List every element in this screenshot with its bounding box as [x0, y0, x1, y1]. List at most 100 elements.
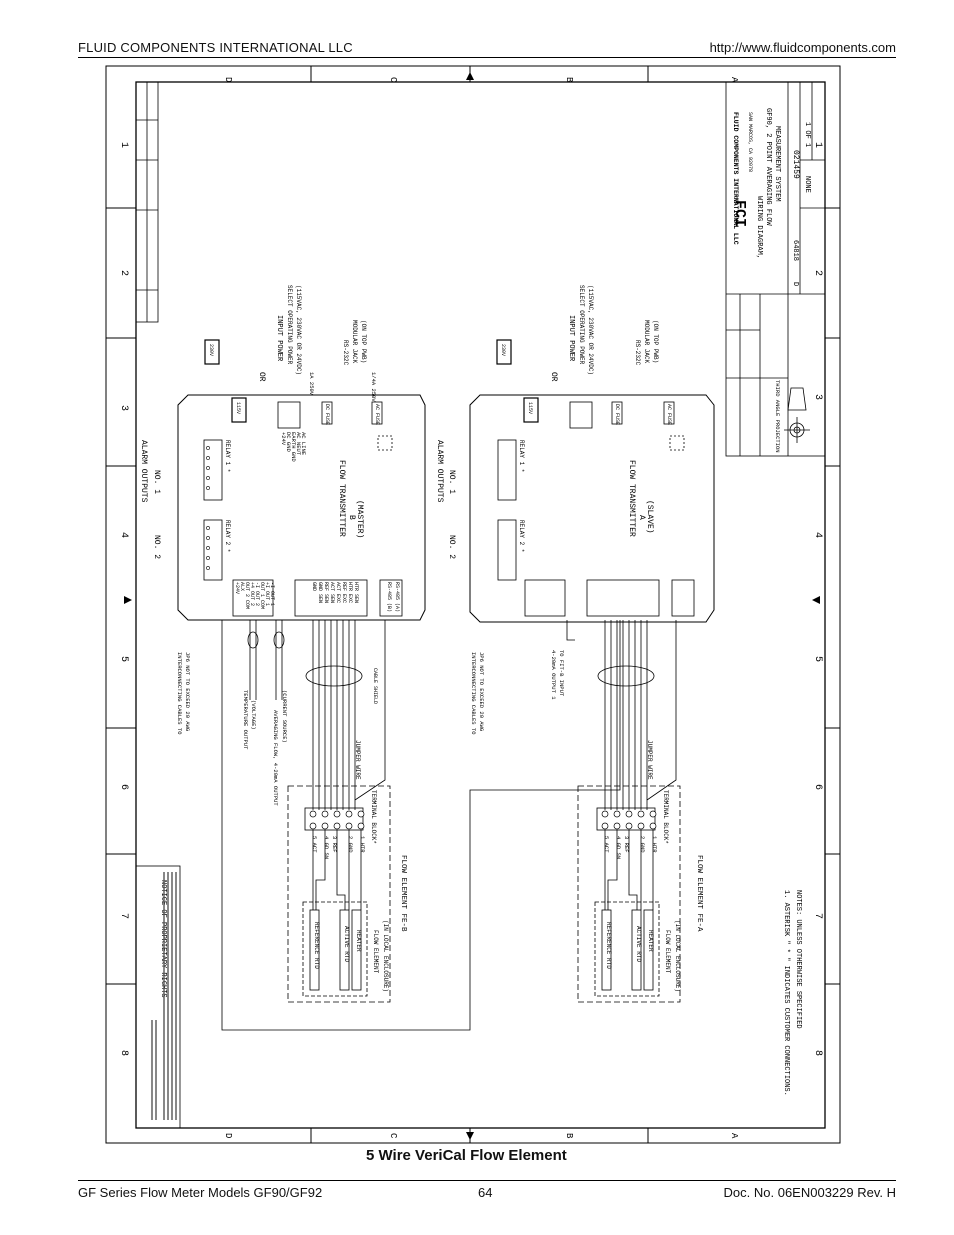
zone-num-right-5: 5 [812, 656, 823, 662]
slave-jack: MODULAR JACK [643, 320, 650, 364]
slave-interconnect2: JP6 NOT TO EXCEED 20 AWG [478, 652, 485, 731]
master-jack-loc: (ON TOP PWB) [360, 320, 367, 363]
drawing-inner-border [135, 81, 826, 1129]
master-jp3-pin-5: ACT EXC [335, 582, 341, 603]
zone-num-left-4: 4 [118, 532, 129, 538]
master-jp3-pin-3: REF SEN [323, 582, 329, 603]
master-select-power: SELECT OPERATING POWER [286, 285, 293, 365]
master-pwr-pin-24v: +24V [280, 432, 287, 446]
zone-num-left-1: 1 [118, 142, 129, 148]
tb-title2: GF90, 2 POINT AVERAGING FLOW [764, 108, 772, 226]
master-jack: MODULAR JACK [351, 320, 358, 364]
fe-b-tb-1: 1 HTR [359, 836, 366, 853]
zone-num-right-8: 8 [812, 1050, 823, 1056]
master-power-options: (115VAC, 230VAC OR 24VDC) [295, 285, 302, 375]
zone-num-right-4: 4 [812, 532, 823, 538]
title-block [725, 81, 826, 457]
zone-letter-top-c: C [388, 77, 398, 83]
master-relay1: RELAY 1 * [224, 440, 231, 472]
tb-title1: WIRING DIAGRAM, [755, 196, 763, 259]
tb-logo: FCI [731, 200, 748, 227]
master-alarm-title: ALARM OUTPUTS [139, 440, 148, 503]
zone-letter-top-d: D [223, 77, 233, 82]
wiring-master [221, 620, 621, 1031]
master-jp3-pin-7: HTR EXC [347, 582, 353, 603]
slave-s1a: 115V [527, 402, 533, 414]
fe-a-terminal-block: TERMINAL BLOCK* [662, 790, 669, 844]
zone-letter-top-a: A [729, 77, 739, 83]
fe-a-tb-5: 5 ACT [603, 836, 610, 853]
notice-title: NOTICE OF PROPRIETARY RIGHTS [159, 880, 167, 998]
flow-element-fe-a: TERMINAL BLOCK* JUMPER WIRE 5 ACT 4 GD S… [577, 740, 703, 1003]
slave-jack-loc: (ON TOP PWB) [652, 320, 659, 363]
slave-interconnect: INTERCONNECTING CABLES TO [470, 652, 477, 735]
revision-block [135, 81, 159, 323]
company-url[interactable]: http://www.fluidcomponents.com [709, 40, 896, 55]
slave-ac-fuse: AC FUSE [666, 404, 672, 425]
figure-caption: 5 Wire VeriCal Flow Element [366, 1147, 567, 1164]
zone-num-right-3: 3 [812, 394, 823, 400]
master-name: FLOW TRANSMITTER [337, 460, 346, 537]
master-jp6-pin-4: +4 OUT 2 [249, 582, 255, 606]
tb-projection: THIRD ANGLE PROJECTION [774, 380, 781, 453]
fe-b-heater: HEATER [355, 930, 362, 952]
master-jp7-pin-1: RS-485 (B) [386, 582, 392, 612]
fe-a-tb-4: 4 GD SN [615, 836, 622, 859]
master-jp6-pin-7: +I OUT 1 [264, 582, 270, 606]
zone-letter-bot-d: D [223, 1133, 233, 1138]
fe-b-tb-2: 2 GND [347, 836, 354, 853]
zone-num-right-1: 1 [812, 142, 823, 148]
zone-letter-bot-a: A [729, 1133, 739, 1139]
fe-b-flow-element: FLOW ELEMENT [372, 930, 379, 974]
master-relay2: RELAY 2 * [224, 520, 231, 552]
master-temp-out: TEMPERATURE OUTPUT [242, 690, 249, 750]
zone-num-left-3: 3 [118, 405, 129, 411]
note-1: 1. ASTERISK " * " INDICATES CUSTOMER CON… [782, 890, 790, 1096]
master-jp6-pin-2: ALX [239, 582, 245, 591]
fe-a-act-rtd: ACTIVE RTD [635, 926, 642, 962]
slave-out-note2: TO FIT-B INPUT [558, 650, 565, 697]
transmitter-slave: FLOW TRANSMITTER A (SLAVE) ALARM OUTPUTS… [435, 285, 715, 735]
master-s1b: 230V [208, 344, 214, 356]
master-jp3-pin-1: GND [311, 582, 317, 591]
master-no2: NO. 2 [152, 535, 161, 559]
master-or: OR [257, 372, 266, 382]
fe-b-enclosure: (IN LOCAL ENCLOSURE) [382, 920, 389, 992]
master-fuse-rating1: 1A 250V [308, 372, 315, 396]
tb-company: FLUID COMPONENTS INTERNATIONAL LLC [732, 112, 739, 245]
slave-select-power: SELECT OPERATING POWER [578, 285, 585, 365]
master-ac-fuse: AC FUSE [374, 404, 380, 425]
zone-num-right-6: 6 [812, 784, 823, 790]
tb-cage: 64818 [791, 240, 799, 261]
fe-a-tb-3: 3 REF [623, 836, 630, 853]
tb-scale: NONE [803, 176, 811, 193]
fe-b-ref-rtd: REFERENCE RTD [313, 922, 320, 969]
tb-city: SAN MARCOS, CA 92078 [747, 112, 753, 172]
fe-b-label: FLOW ELEMENT FE-B [399, 855, 407, 932]
master-pwr-pin-dcgnd: DC GND [285, 432, 292, 453]
slave-input-power: INPUT POWER [567, 315, 575, 362]
slave-power-options: (115VAC, 230VAC OR 24VDC) [587, 285, 594, 375]
fe-b-act-rtd: ACTIVE RTD [343, 926, 350, 962]
slave-dc-fuse: DC FUSE [614, 404, 620, 425]
transmitter-master: FLOW TRANSMITTER B (MASTER) ALARM OUTPUT… [139, 285, 426, 806]
zone-num-left-7: 7 [118, 913, 129, 919]
master-jp6-pin-6: OUT 1 COM [259, 582, 265, 609]
master-avg-flow2: (CURRENT SOURCE) [281, 690, 288, 743]
slave-id: A [637, 515, 646, 520]
zone-num-right-2: 2 [812, 270, 823, 276]
fe-a-tb-1: 1 HTR [651, 836, 658, 853]
notice-block: NOTICE OF PROPRIETARY RIGHTS [135, 865, 181, 1129]
master-fuse-rating2: 1/4A 250V [370, 372, 377, 402]
fe-b-tb-4: 4 GD SN [323, 836, 330, 859]
fe-a-label: FLOW ELEMENT FE-A [695, 855, 703, 932]
master-temp-out2: (VOLTAGE) [250, 700, 257, 730]
drawing-border [105, 65, 841, 1144]
footer-page-number: 64 [478, 1185, 493, 1200]
master-pwr-pin-earth: EARTH GND [290, 432, 297, 462]
flow-element-fe-b: TERMINAL BLOCK* JUMPER WIRE 5 ACT 4 GD S… [287, 740, 407, 1003]
slave-relay1: RELAY 1 * [518, 440, 525, 472]
fe-a-tb-2: 2 GND [639, 836, 646, 853]
tb-title3: MEASUREMENT SYSTEM [773, 126, 781, 202]
tb-dwg-no: 021459 [791, 150, 800, 179]
